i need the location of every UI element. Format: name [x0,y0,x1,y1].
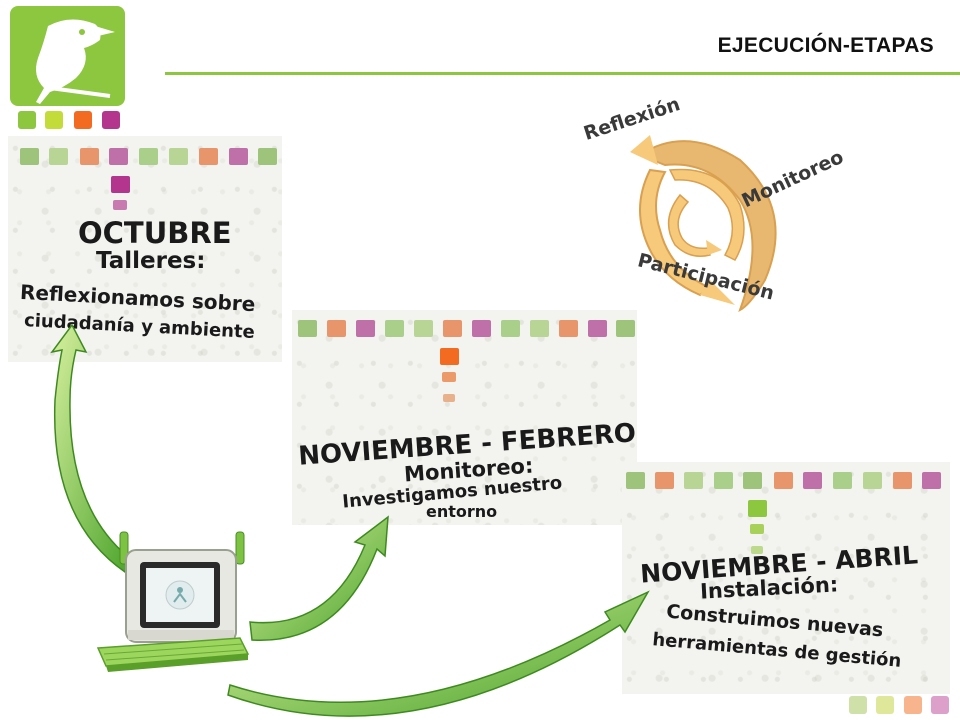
stage-card-noviembre-abril: NOVIEMBRE - ABRIL Instalación: Construim… [622,462,950,694]
arrow-to-octubre [50,323,133,574]
logo-square-magenta [102,111,120,129]
title-divider [165,72,960,75]
arrow-to-febrero [249,515,389,641]
footer-square-lime [876,696,894,714]
stage-activity: Talleres: [96,248,206,274]
stage-month: OCTUBRE [78,216,232,250]
page-title: EJECUCIÓN-ETAPAS [717,34,934,57]
logo-square-green [18,111,36,129]
footer-square-green [849,696,867,714]
arrow-to-abril [227,590,650,717]
stage-card-noviembre-febrero: NOVIEMBRE - FEBRERO Monitoreo: Investiga… [292,310,637,525]
stage-card-octubre: OCTUBRE Talleres: Reflexionamos sobre ci… [8,136,282,362]
footer-square-orange [904,696,922,714]
cycle-diagram [630,135,777,313]
logo-square-orange [74,111,92,129]
stage-desc-line2: entorno [426,502,498,521]
footer-square-magenta [931,696,949,714]
laptop-icon [90,530,250,684]
bird-logo-icon [10,6,125,106]
logo-square-lime [45,111,63,129]
